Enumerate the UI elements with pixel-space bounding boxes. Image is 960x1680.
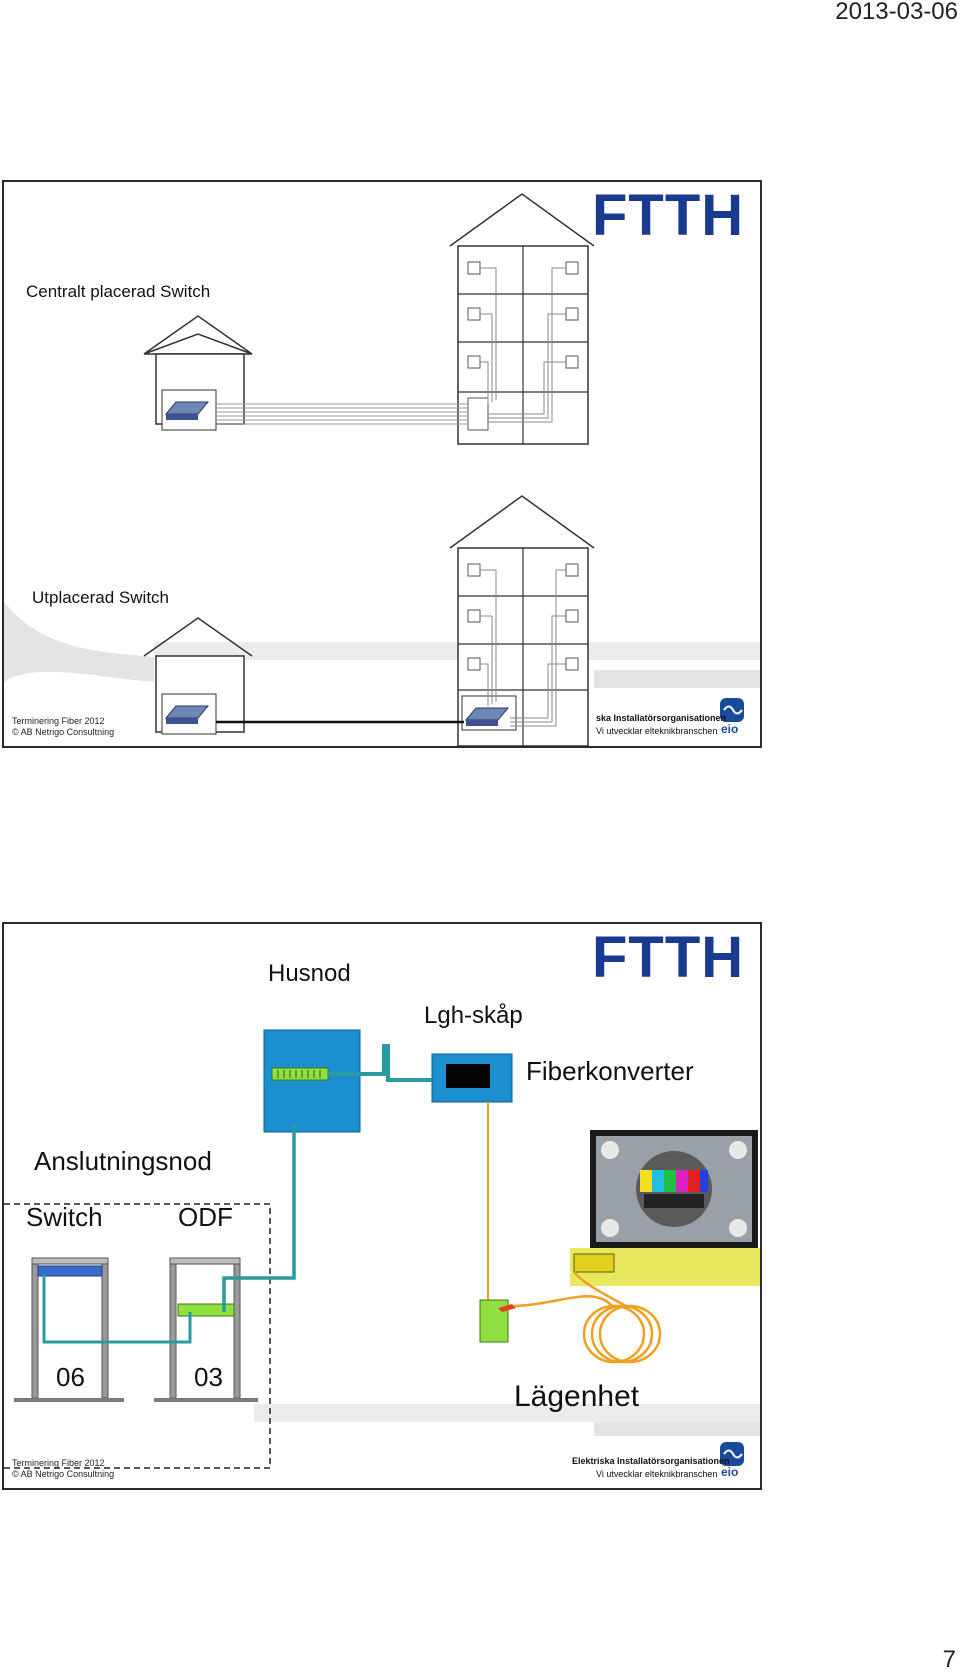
small-house-top (143, 315, 253, 431)
label-lgh-skap: Lgh-skåp (424, 1002, 523, 1029)
anslutningsnod-boundary (4, 1203, 271, 1469)
label-central-switch: Centralt placerad Switch (26, 282, 211, 301)
footer-line-1: Terminering Fiber 2012 (12, 716, 105, 726)
odf-panel (177, 1303, 235, 1317)
cable-bundle (216, 403, 468, 425)
label-husnod: Husnod (268, 960, 351, 987)
label-fiberkonverter: Fiberkonverter (526, 1056, 694, 1086)
footer-line-2: © AB Netrigo Consultning (12, 727, 115, 737)
cable-odf-husnod (222, 1124, 296, 1312)
eio-logo-icon (720, 1442, 744, 1466)
fiber-patch-coil (513, 1271, 662, 1364)
label-anslutningsnod: Anslutningsnod (34, 1146, 212, 1176)
apartment-building-bottom (449, 495, 595, 746)
ftth-logo: FTTH (592, 183, 745, 248)
eio-logo-text: eio (721, 1465, 739, 1479)
slide-1: FTTH Centralt placerad Switch Utplacerad… (2, 180, 762, 748)
switch-icon (164, 401, 210, 420)
rack-number-03: 03 (194, 1362, 223, 1392)
patch-switch-odf (42, 1274, 192, 1344)
page-number: 7 (942, 1646, 956, 1673)
label-distributed-switch: Utplacerad Switch (32, 588, 170, 607)
org-name: Elektriska Installatörsorganisationen (572, 1456, 730, 1466)
rack-odf (154, 1257, 258, 1402)
tv-testcard-icon (590, 1130, 758, 1252)
label-lagenhet: Lägenhet (514, 1380, 640, 1413)
org-tagline: Vi utvecklar elteknikbranschen (596, 1469, 718, 1479)
org-name: ska Installatörsorganisationen (596, 713, 727, 723)
footer-credit: Terminering Fiber 2012 © AB Netrigo Cons… (12, 1458, 114, 1480)
fiber-outlet (479, 1299, 509, 1343)
ftth-installation-diagram (4, 1029, 760, 1469)
page-date: 2013-03-06 (835, 0, 958, 25)
ftth-logo: FTTH (592, 925, 745, 990)
set-top-box (573, 1253, 615, 1273)
eio-logo-icon (720, 698, 744, 722)
label-switch: Switch (26, 1202, 103, 1232)
switch-unit (37, 1265, 103, 1277)
lgh-skap-box (431, 1053, 513, 1103)
rack-switch (14, 1257, 124, 1402)
husnod-box (263, 1029, 361, 1133)
org-tagline: Vi utvecklar elteknikbranschen (596, 726, 718, 736)
footer-line-1: Terminering Fiber 2012 (12, 1458, 105, 1468)
switch-icon (164, 705, 210, 724)
switch-icon (464, 707, 510, 726)
slide-2: FTTH Husnod Lgh-skåp Fiberkonverter Ansl… (2, 922, 762, 1490)
footer-line-2: © AB Netrigo Consultning (12, 1469, 115, 1479)
cable-husnod-lgh (328, 1044, 432, 1082)
eio-logo-text: eio (721, 722, 739, 736)
label-odf: ODF (178, 1202, 233, 1232)
rack-number-06: 06 (56, 1362, 85, 1392)
fiber-converter-device (446, 1064, 490, 1088)
house-network-diagram (4, 193, 760, 746)
small-house-bottom (143, 617, 253, 735)
apartment-building-top (449, 193, 595, 445)
footer-credit: Terminering Fiber 2012 © AB Netrigo Cons… (12, 716, 114, 738)
